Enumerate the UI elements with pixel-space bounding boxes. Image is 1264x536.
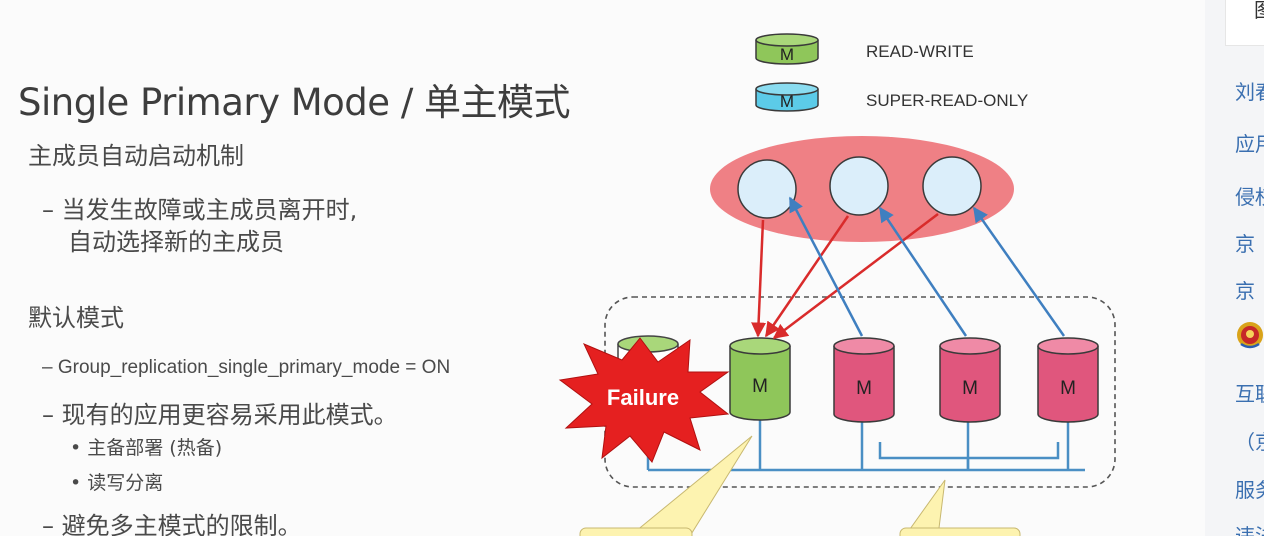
section1-item-1: – 当发生故障或主成员离开时, [42, 196, 358, 224]
section1-heading: 主成员自动启动机制 [28, 142, 244, 170]
section2-last: – 避免多主模式的限制。 [42, 512, 302, 536]
legend: M READ-WRITE M SUPER-READ-ONLY [755, 33, 1028, 112]
secondary-node-cylinder-1: M [833, 337, 895, 423]
group-boundary [604, 296, 1116, 488]
sidebar-link-1[interactable]: 刘春 [1235, 80, 1264, 104]
legend-super-read-only-symbol: M [780, 92, 794, 111]
legend-super-read-only-label: SUPER-READ-ONLY [866, 91, 1028, 110]
section1-item-2: 自动选择新的主成员 [68, 228, 284, 256]
callout-right [904, 479, 946, 536]
primary-node-cylinder: M [729, 337, 791, 421]
sidebar-link-7[interactable]: （京 [1235, 430, 1264, 454]
callout-left-box [579, 527, 693, 536]
sidebar-link-2[interactable]: 应用 [1235, 132, 1264, 156]
slide: Single Primary Mode / 单主模式 主成员自动启动机制 – 当… [18, 33, 1116, 536]
read-arrows [788, 196, 1066, 337]
slide-title: Single Primary Mode / 单主模式 [18, 81, 571, 124]
failure-label: Failure [607, 385, 679, 410]
primary-node-symbol: M [752, 376, 768, 397]
secondary-node-1-symbol: M [856, 378, 872, 399]
client-circle-1 [737, 159, 797, 219]
client-circle-3 [922, 156, 982, 216]
legend-read-write-label: READ-WRITE [866, 42, 974, 61]
sidebar-link-3[interactable]: 侵权 [1235, 185, 1264, 209]
failure-starburst [558, 337, 730, 463]
sidebar-link-5[interactable]: 京 [1235, 279, 1255, 303]
write-arrows [751, 213, 939, 339]
sidebar-link-9[interactable]: 违法 [1235, 524, 1264, 536]
config-line: – Group_replication_single_primary_mode … [42, 357, 451, 378]
legend-super-read-only-cylinder: M [755, 82, 819, 112]
sidebar-link-6[interactable]: 互联 [1235, 382, 1264, 406]
callout-right-box [899, 527, 1021, 536]
network-lines [646, 420, 1085, 472]
sidebar-top-text: 图 [1254, 0, 1264, 23]
secondary-node-2-symbol: M [962, 378, 978, 399]
legend-read-write-symbol: M [780, 45, 794, 64]
police-badge-icon [1237, 322, 1263, 349]
replication-diagram: M READ-WRITE M SUPER-READ-ONLY [558, 33, 1116, 536]
section2-heading: 默认模式 [28, 304, 124, 332]
secondary-node-cylinder-3: M [1037, 337, 1099, 423]
callout-left [629, 435, 753, 536]
secondary-node-3-symbol: M [1060, 378, 1076, 399]
sidebar-link-8[interactable]: 服务 [1235, 478, 1264, 502]
right-sidebar: 图 刘春 应用 侵权 京 京 互联 （京 服务 违法 [1205, 0, 1264, 536]
sub-item-2: • 读写分离 [70, 472, 164, 494]
sub-item-1: • 主备部署 (热备) [70, 437, 223, 459]
secondary-node-cylinder-2: M [939, 337, 1001, 423]
legend-read-write-cylinder: M [755, 33, 819, 65]
sidebar-link-4[interactable]: 京 [1235, 232, 1255, 256]
section2-note: – 现有的应用更容易采用此模式。 [42, 401, 398, 429]
client-circle-2 [829, 156, 889, 216]
sidebar-top-card[interactable]: 图 [1225, 0, 1264, 46]
